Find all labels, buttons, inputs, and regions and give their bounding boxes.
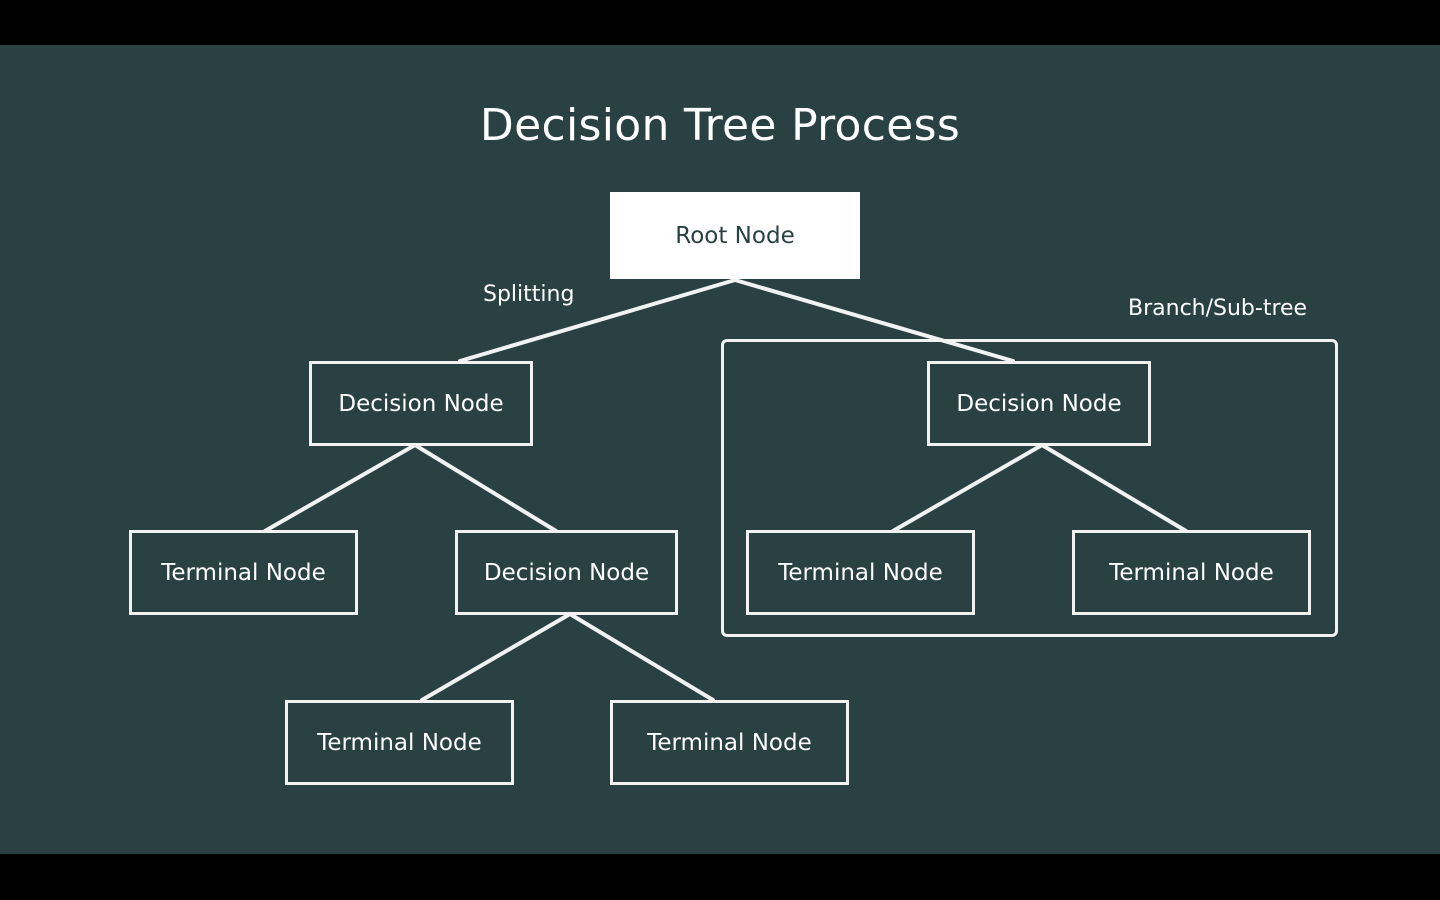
terminal-node-right-2: Terminal Node xyxy=(1072,530,1311,615)
edge-middle-decision-to-terminal-2 xyxy=(568,612,715,702)
edge-root-to-right-decision xyxy=(733,278,1015,363)
branch-subtree-frame xyxy=(721,339,1338,637)
decision-node-left: Decision Node xyxy=(309,361,533,446)
edge-left-decision-to-terminal xyxy=(263,443,417,533)
slide-background xyxy=(0,45,1440,854)
terminal-node-right-1: Terminal Node xyxy=(746,530,975,615)
diagram-title: Decision Tree Process xyxy=(479,100,961,151)
root-node: Root Node xyxy=(610,192,860,279)
branch-subtree-label: Branch/Sub-tree xyxy=(1128,296,1308,321)
edge-root-to-left-decision xyxy=(458,278,737,363)
edge-middle-decision-to-terminal-1 xyxy=(420,612,572,702)
decision-node-right: Decision Node xyxy=(927,361,1151,446)
splitting-label: Splitting xyxy=(483,282,575,307)
terminal-node-bottom-2: Terminal Node xyxy=(610,700,849,785)
terminal-node-left: Terminal Node xyxy=(129,530,358,615)
terminal-node-bottom-1: Terminal Node xyxy=(285,700,514,785)
letterbox-bottom xyxy=(0,854,1440,900)
edge-right-decision-to-terminal-2 xyxy=(1040,443,1188,533)
letterbox-top xyxy=(0,0,1440,45)
edge-left-decision-to-middle-decision xyxy=(413,443,558,533)
decision-node-middle: Decision Node xyxy=(455,530,678,615)
edge-right-decision-to-terminal-1 xyxy=(891,443,1044,533)
